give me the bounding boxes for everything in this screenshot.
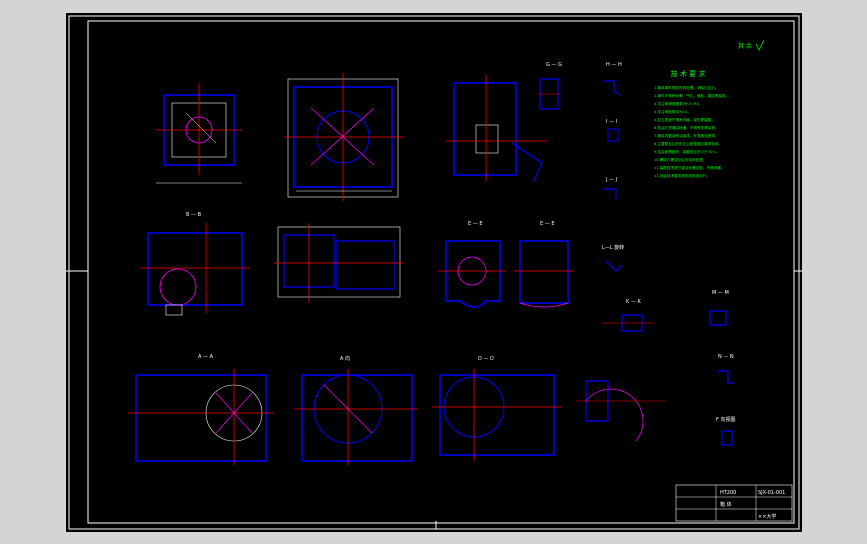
note-line: 11.装配前须进行煤油渗漏试验，不得渗漏。 bbox=[654, 165, 724, 170]
section-n-n: N — N bbox=[718, 354, 734, 384]
svg-text:L—L 旋转: L—L 旋转 bbox=[602, 244, 624, 251]
svg-text:H — H: H — H bbox=[606, 62, 622, 68]
section-k-k: K — K bbox=[602, 299, 654, 332]
svg-text:K — K: K — K bbox=[626, 299, 641, 305]
view-top-left bbox=[156, 83, 242, 184]
note-line: 8.主要配合孔的形位公差按图示要求检验。 bbox=[654, 141, 722, 146]
svg-text:G — G: G — G bbox=[546, 62, 562, 68]
title-block: HT200 SJX-01-001 箱 体 ××大学 bbox=[675, 484, 793, 522]
svg-text:F 向视图: F 向视图 bbox=[716, 416, 735, 423]
note-line: 9.结合面需刮研，接触斑点不少于70%。 bbox=[654, 149, 719, 154]
svg-text:E — E: E — E bbox=[540, 221, 555, 227]
note-line: 7.箱体内壁涂耐油油漆，外表面涂底漆。 bbox=[654, 133, 719, 138]
outer-border bbox=[68, 15, 800, 530]
section-g-g: G — G bbox=[538, 62, 562, 110]
note-line: 6.各油孔须清洁畅通，不得有铁屑杂物。 bbox=[654, 125, 719, 130]
note-line: 3.未注明铸造圆角为R3~R5。 bbox=[654, 101, 702, 106]
drawing-sheet: 其 余 bbox=[66, 13, 802, 532]
section-h-h: H — H bbox=[604, 62, 622, 96]
svg-text:I — I: I — I bbox=[606, 119, 617, 125]
section-j-j: J — J bbox=[604, 177, 617, 199]
view-f-direction: F 向视图 bbox=[716, 416, 735, 446]
corner-symbol: 其 余 bbox=[738, 42, 752, 50]
svg-text:A 向: A 向 bbox=[340, 355, 350, 362]
view-top-center bbox=[284, 73, 404, 201]
detail-view-gear bbox=[576, 380, 666, 442]
section-i-i: I — I bbox=[606, 119, 619, 142]
section-e-e-right: E — E bbox=[514, 221, 574, 308]
svg-text:D — D: D — D bbox=[478, 356, 494, 362]
svg-text:N — N: N — N bbox=[718, 354, 734, 360]
section-d-d: D — D bbox=[432, 356, 562, 461]
note-line: 1.箱体铸件须经时效处理，消除内应力。 bbox=[654, 85, 719, 90]
section-m-m: M — M bbox=[709, 290, 729, 326]
technical-notes: 技 术 要 求 1.箱体铸件须经时效处理，消除内应力。 2.铸件不得有砂眼、气孔… bbox=[654, 69, 729, 178]
view-middle-center bbox=[274, 223, 404, 303]
notes-title: 技 术 要 求 bbox=[671, 69, 706, 78]
note-line: 10.螺纹孔需攻丝后去毛刺处理。 bbox=[654, 157, 706, 162]
roughness-icon bbox=[755, 39, 765, 51]
section-e-e-left: E — E bbox=[438, 221, 506, 308]
title-block-school: ××大学 bbox=[758, 513, 776, 520]
view-a-direction: A 向 bbox=[294, 355, 418, 465]
section-l-l: L—L 旋转 bbox=[602, 244, 624, 272]
note-line: 4.未注明倒角均为C1。 bbox=[654, 109, 691, 114]
svg-text:B — B: B — B bbox=[186, 212, 202, 218]
title-block-drawing-no: SJX-01-001 bbox=[758, 490, 785, 496]
note-line: 12.其余技术要求按相关标准执行。 bbox=[654, 173, 710, 178]
note-line: 5.加工表面不得有划痕、碰伤等缺陷。 bbox=[654, 117, 715, 122]
svg-text:J — J: J — J bbox=[605, 177, 617, 183]
section-a-a: A — A bbox=[128, 354, 274, 465]
title-block-material: HT200 bbox=[720, 490, 736, 496]
inner-border bbox=[87, 20, 795, 524]
drawing-canvas: 其 余 bbox=[66, 15, 802, 530]
svg-text:A — A: A — A bbox=[198, 354, 214, 360]
svg-text:E — E: E — E bbox=[468, 221, 483, 227]
note-line: 2.铸件不得有砂眼、气孔、缩松、裂纹等缺陷。 bbox=[654, 93, 729, 98]
title-block-part-name: 箱 体 bbox=[720, 501, 732, 508]
section-b-b: B — B bbox=[140, 212, 250, 316]
view-top-right bbox=[446, 75, 548, 182]
svg-text:M — M: M — M bbox=[712, 290, 729, 296]
